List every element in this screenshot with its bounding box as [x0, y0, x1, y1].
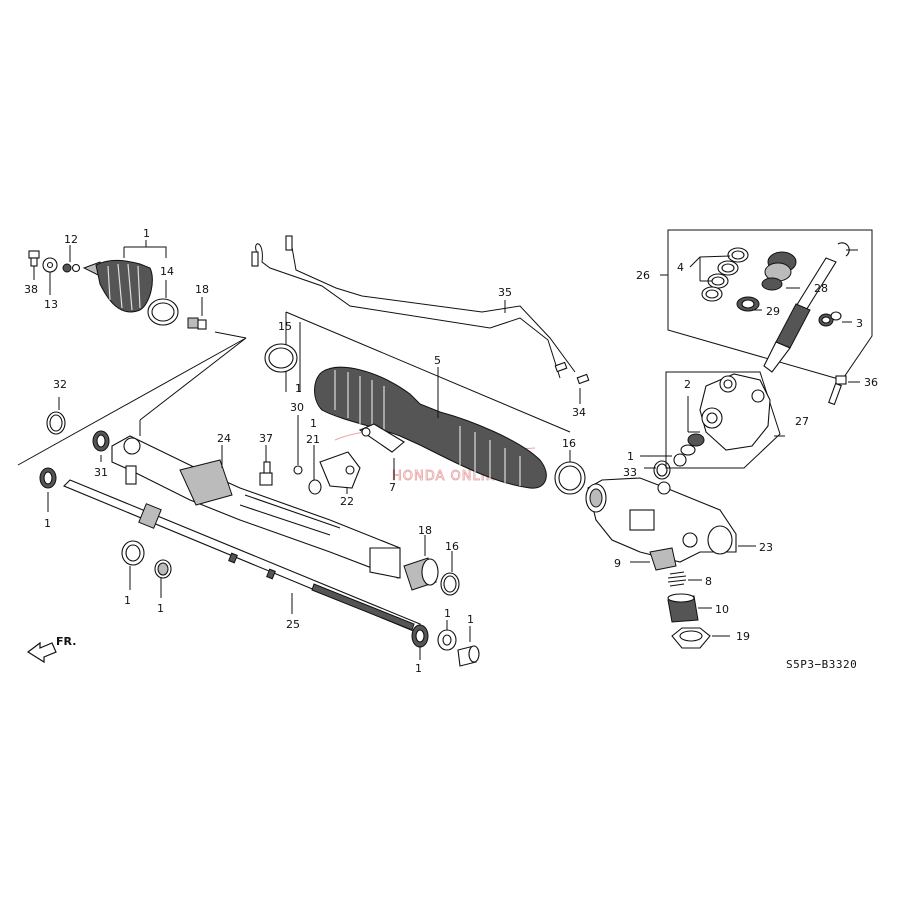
part-37-bolt [28, 250, 40, 267]
part-8-spring [667, 571, 702, 587]
part-18-bushing [403, 535, 439, 591]
callout-29: 30 [290, 401, 304, 414]
callout-6: 1 [143, 227, 150, 240]
group-boundary-center [285, 311, 571, 433]
callout-4: 4 [677, 261, 684, 274]
part-35-bolt [828, 375, 860, 406]
part-6-boot [82, 259, 153, 313]
callout-21: 22 [340, 495, 354, 508]
callout-16: 16 [445, 540, 459, 553]
part-20-washer [308, 445, 322, 495]
part-17-fitting [187, 317, 207, 330]
callout-5: 5 [434, 354, 441, 367]
callout-3: 3 [856, 317, 863, 330]
part-28-ring [736, 296, 762, 312]
seals-left [39, 397, 110, 512]
part-14-clamp [264, 343, 298, 373]
callout-19: 19 [736, 630, 750, 643]
callout-1-b: 1 [295, 382, 302, 395]
part-26-valve-body [680, 373, 771, 456]
seals-bottom [121, 540, 480, 667]
part-21-bracket [319, 451, 361, 494]
part-16-ring [440, 551, 460, 596]
callout-1-c: 1 [310, 417, 317, 430]
callout-31: 32 [53, 378, 67, 391]
callout-15: 16 [562, 437, 576, 450]
part-7-plate [358, 423, 405, 480]
callout-1-a: 1 [44, 517, 51, 530]
part-24-rack-shaft [63, 479, 421, 633]
front-label: FR. [56, 635, 76, 648]
callout-27: 28 [814, 282, 828, 295]
callout-1-i: 1 [627, 450, 634, 463]
callout-30: 31 [94, 466, 108, 479]
part-9-yoke [630, 547, 677, 571]
callout-35: 36 [864, 376, 878, 389]
callout-1-h: 1 [415, 662, 422, 675]
part-10-screw [667, 593, 712, 623]
callout-32: 33 [623, 466, 637, 479]
callout-1-g: 1 [467, 613, 474, 626]
callout-9: 9 [614, 557, 621, 570]
part-pinion-shaft [763, 257, 837, 373]
callout-12: 13 [44, 298, 58, 311]
callout-24: 25 [286, 618, 300, 631]
callout-28: 29 [766, 305, 780, 318]
part-22-valve-housing [585, 477, 756, 563]
callout-25: 26 [636, 269, 650, 282]
callout-37: 38 [24, 283, 38, 296]
callout-13: 14 [160, 265, 174, 278]
part-34-pipe [251, 235, 590, 404]
part-23-rack-housing [111, 337, 401, 579]
diagram-code: S5P3−B3320 [786, 658, 857, 671]
part-4-seal-rings [689, 247, 749, 302]
callout-26: 27 [795, 415, 809, 428]
callout-14: 15 [278, 320, 292, 333]
callout-17: 18 [195, 283, 209, 296]
callout-7: 7 [389, 481, 396, 494]
callout-11: 12 [64, 233, 78, 246]
part-19-locknut [671, 627, 730, 649]
group-boundary-left [17, 337, 247, 466]
boot-group-left [28, 240, 207, 330]
callout-33: 34 [572, 406, 586, 419]
part-5-boot [314, 366, 547, 489]
part-3-ring [818, 311, 852, 327]
callout-23: 24 [217, 432, 231, 445]
part-38-clip [837, 242, 858, 257]
front-direction-arrow: FR. [26, 635, 76, 664]
callout-20: 21 [306, 433, 320, 446]
group-boundary-25 [667, 229, 873, 381]
callout-1-d: 1 [124, 594, 131, 607]
callout-1-f: 1 [444, 607, 451, 620]
part-15-clamp [554, 450, 586, 495]
part-36-bolt [259, 445, 273, 486]
callout-1-e: 1 [157, 602, 164, 615]
group-boundary-26 [665, 371, 781, 469]
callout-8: 8 [705, 575, 712, 588]
part-32-ring [640, 453, 687, 480]
callout-36: 37 [259, 432, 273, 445]
part-11-ring [62, 263, 72, 273]
callout-22: 23 [759, 541, 773, 554]
callout-labels: 1 12 38 13 14 18 32 31 1 24 37 15 1 30 1… [24, 227, 878, 675]
callout-10: 10 [715, 603, 729, 616]
callout-2: 2 [684, 378, 691, 391]
part-27-bearing [761, 251, 800, 291]
callout-34: 35 [498, 286, 512, 299]
part-29-ring [293, 415, 303, 475]
callout-18: 18 [418, 524, 432, 537]
